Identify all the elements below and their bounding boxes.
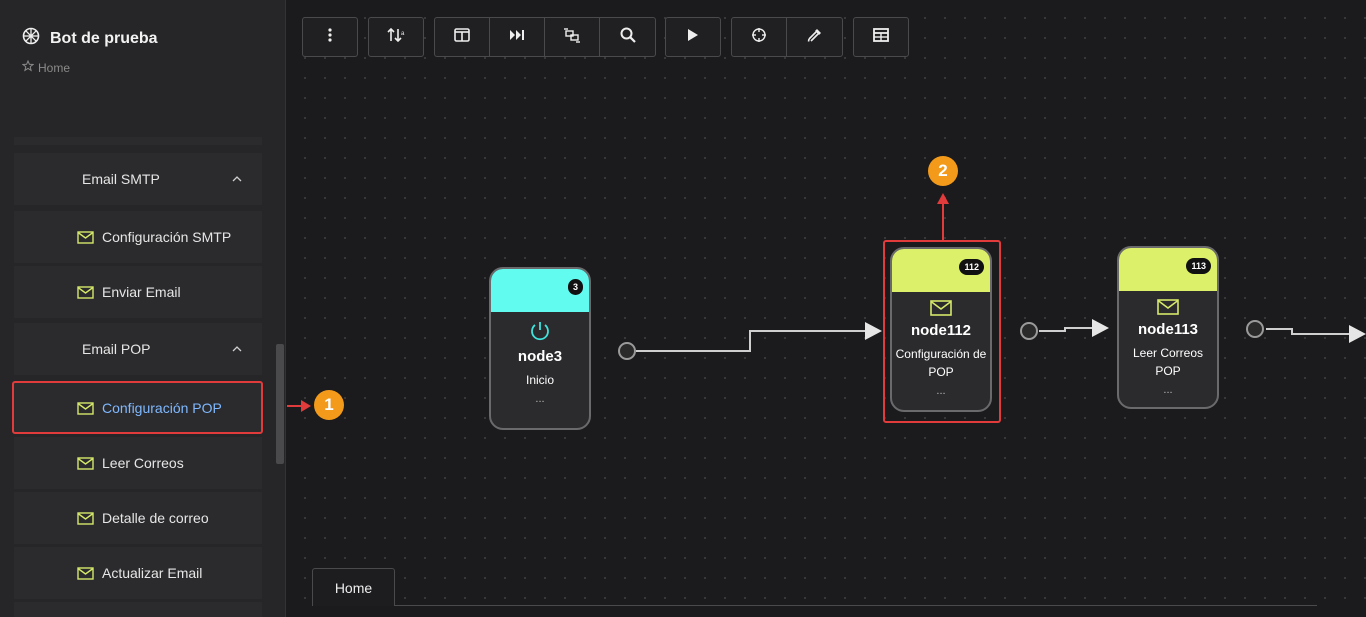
node-header: 113 — [1119, 248, 1217, 291]
sidebar-item-configuracion-smtp[interactable]: Configuración SMTP — [14, 211, 262, 263]
sidebar-item-label: Leer Correos — [102, 455, 184, 471]
skip-forward-icon — [509, 28, 525, 46]
node112-output-port[interactable] — [1020, 322, 1038, 340]
panel-icon — [454, 27, 470, 47]
mail-icon — [77, 230, 94, 244]
table-icon — [873, 27, 889, 47]
connection-arrow — [1092, 319, 1109, 337]
mail-icon — [77, 285, 94, 299]
node-description: Configuración de POP — [895, 347, 987, 379]
more-icon — [328, 27, 332, 48]
connection-arrow — [865, 322, 882, 340]
star-icon — [21, 59, 35, 75]
tab-home[interactable]: Home — [312, 568, 395, 606]
sidebar-item-label: Actualizar Email — [102, 565, 203, 581]
highlight-box — [883, 240, 1001, 423]
node-badge: 3 — [567, 279, 583, 295]
flow-node-node113[interactable]: 113 node113 Leer Correos POP ... — [1117, 246, 1219, 409]
node-id: node113 — [1137, 321, 1199, 338]
node-header: 112 — [892, 249, 990, 292]
sidebar-item-actualizar-email[interactable]: Actualizar Email — [14, 547, 262, 599]
fit-button[interactable] — [545, 18, 600, 56]
chevron-up-icon — [232, 176, 242, 182]
eyedropper-icon — [807, 27, 823, 48]
connection-arrow — [1349, 325, 1366, 343]
node113-output-port[interactable] — [1246, 320, 1264, 338]
connection-line — [1039, 327, 1093, 332]
mail-icon — [1119, 299, 1217, 315]
mail-icon — [77, 401, 94, 415]
wheel-icon — [22, 27, 40, 50]
skip-forward-button[interactable] — [490, 18, 545, 56]
sort-icon: a — [387, 27, 405, 48]
node-description: Inicio — [525, 373, 554, 387]
node-more[interactable]: ... — [1163, 384, 1173, 396]
mail-icon — [77, 456, 94, 470]
power-icon — [491, 320, 589, 342]
node-header: 3 — [491, 269, 589, 312]
connections-layer — [287, 193, 1366, 412]
node-badge: 112 — [959, 259, 984, 275]
sidebar-item-label: Configuración SMTP — [102, 229, 232, 245]
svg-text:a: a — [401, 31, 405, 37]
node-id: node3 — [517, 348, 563, 365]
highlight-box — [12, 381, 263, 434]
target-icon — [751, 27, 767, 48]
node3-output-port[interactable] — [618, 342, 636, 360]
sidebar-item-partial — [14, 602, 262, 617]
more-button[interactable] — [302, 17, 358, 57]
callout-arrow-head — [301, 400, 311, 412]
sidebar-item-enviar-email[interactable]: Enviar Email — [14, 266, 262, 318]
mail-icon — [77, 511, 94, 525]
sort-button[interactable]: a — [368, 17, 424, 57]
mail-icon — [892, 300, 990, 316]
sidebar-item-label: Enviar Email — [102, 284, 181, 300]
sidebar: Bot de prueba Home Email SMTP Configurac… — [0, 0, 286, 617]
panel-button[interactable] — [435, 18, 490, 56]
node-id: node112 — [910, 322, 972, 339]
sidebar-scrollbar[interactable] — [276, 344, 284, 464]
fit-icon — [563, 27, 581, 48]
flow-node-node112[interactable]: 112 node112 Configuración de POP ... — [890, 247, 992, 412]
callout-badge-1: 1 — [314, 390, 344, 420]
mail-icon — [77, 566, 94, 580]
sidebar-item-leer-correos[interactable]: Leer Correos — [14, 437, 262, 489]
sidebar-group-label: Email SMTP — [82, 171, 160, 187]
flow-canvas[interactable]: a — [287, 0, 1366, 617]
tools-toolbar-group — [731, 17, 843, 57]
callout-badge-2: 2 — [928, 156, 958, 186]
sidebar-item-label: Configuración POP — [102, 400, 222, 416]
play-icon — [687, 28, 699, 47]
sidebar-group-label: Email POP — [82, 341, 151, 357]
sidebar-group-email-pop[interactable]: Email POP — [14, 323, 262, 375]
search-button[interactable] — [600, 18, 655, 56]
flow-node-node3[interactable]: 3 node3 Inicio ... — [489, 267, 591, 430]
sidebar-group-email-smtp[interactable]: Email SMTP — [14, 153, 262, 205]
app-title: Bot de prueba — [22, 27, 158, 50]
callout-arrow-head — [937, 193, 949, 204]
node-description: Leer Correos POP — [1132, 346, 1204, 378]
search-icon — [620, 27, 636, 48]
play-button[interactable] — [665, 17, 721, 57]
sidebar-item-detalle-de-correo[interactable]: Detalle de correo — [14, 492, 262, 544]
node-more[interactable]: ... — [936, 385, 946, 397]
table-button[interactable] — [853, 17, 909, 57]
connection-line — [636, 330, 867, 352]
app-title-text: Bot de prueba — [50, 29, 158, 47]
chevron-up-icon — [232, 346, 242, 352]
sidebar-item-configuracion-pop[interactable]: Configuración POP — [14, 382, 262, 434]
tab-bar-line — [395, 605, 1317, 606]
breadcrumb-home[interactable]: Home — [38, 60, 71, 75]
sidebar-item-label: Detalle de correo — [102, 510, 209, 526]
breadcrumb[interactable]: Home — [21, 59, 71, 75]
sidebar-divider — [14, 137, 262, 145]
view-toolbar-group — [434, 17, 656, 57]
node-badge: 113 — [1186, 258, 1211, 274]
node-more[interactable]: ... — [535, 393, 545, 405]
connection-line — [1266, 328, 1350, 335]
target-button[interactable] — [732, 18, 787, 56]
eyedropper-button[interactable] — [787, 18, 842, 56]
